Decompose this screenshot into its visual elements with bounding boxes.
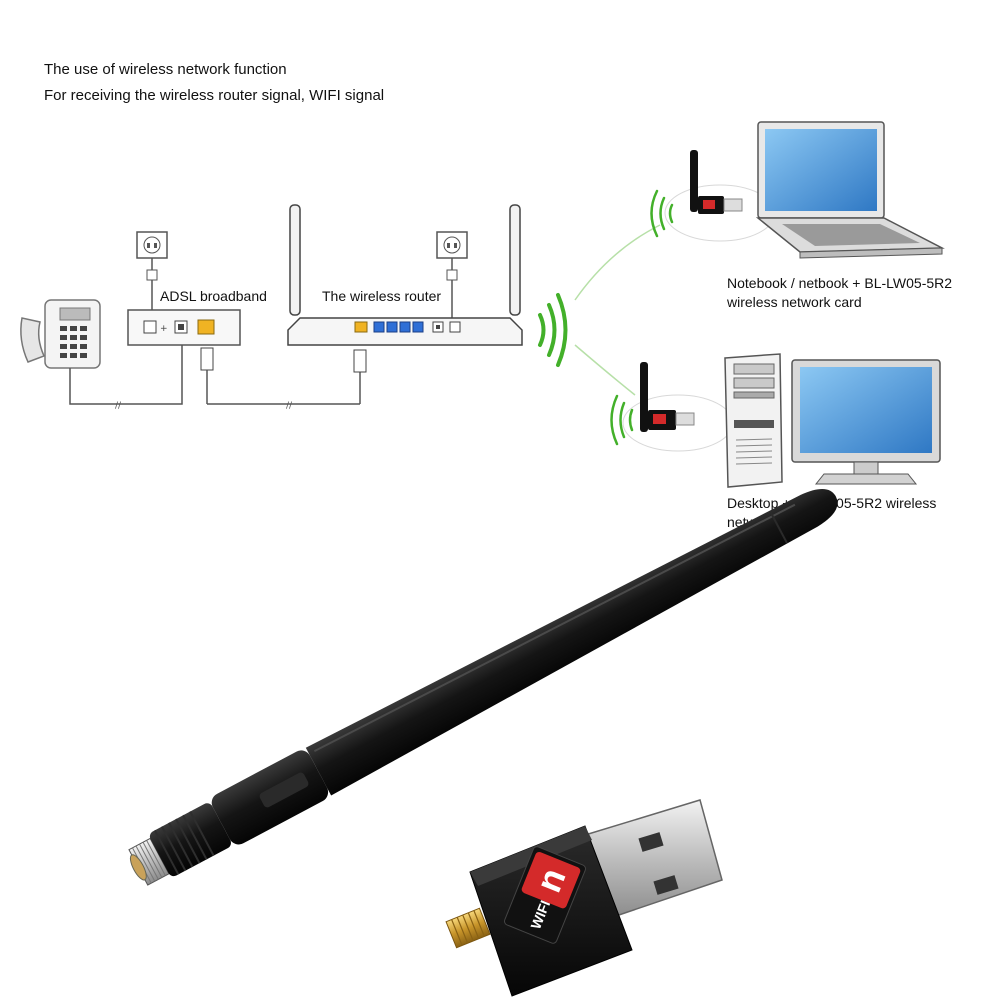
notebook-dongle-callout	[650, 150, 776, 242]
power-outlet-icon	[436, 231, 468, 318]
usb-wifi-adapter-image: n WIFI	[445, 799, 723, 997]
wifi-signal-icon	[538, 293, 568, 367]
telephone-icon	[20, 299, 101, 369]
svg-text://: //	[115, 401, 122, 411]
wireless-router-icon	[287, 204, 523, 346]
adsl-label: ADSL broadband	[160, 288, 267, 304]
diagram-subtitle: For receiving the wireless router signal…	[44, 87, 385, 104]
svg-text:+: +	[160, 324, 168, 334]
adsl-modem-icon: +	[127, 309, 241, 346]
diagram-title: The use of wireless network function	[44, 61, 287, 78]
desktop-dongle-callout	[610, 362, 734, 452]
router-label: The wireless router	[322, 288, 442, 304]
dongle-logo-badge	[521, 851, 581, 909]
antenna-image	[128, 488, 838, 886]
ethernet-cable: //	[200, 347, 367, 411]
laptop-icon	[755, 121, 945, 259]
monitor-icon	[791, 359, 941, 485]
notebook-label-line2: wireless network card	[727, 294, 862, 310]
notebook-label-line1: Notebook / netbook + BL-LW05-5R2	[727, 275, 953, 291]
desktop-tower-icon	[724, 353, 783, 488]
power-outlet-icon	[136, 231, 168, 318]
svg-text://: //	[286, 401, 293, 411]
